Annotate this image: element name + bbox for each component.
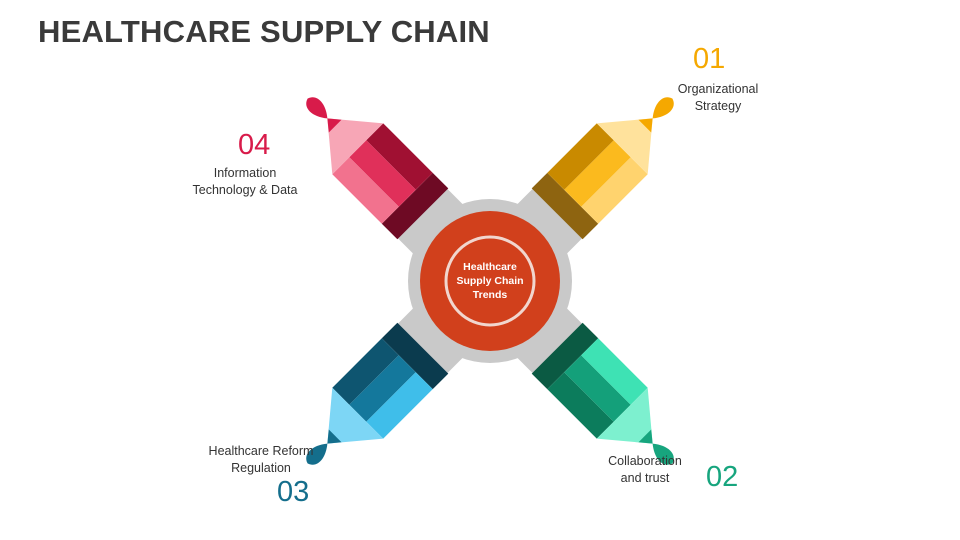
item-03-label: Healthcare Reform Regulation (196, 443, 326, 477)
item-04-label-line-1: Information (180, 165, 310, 182)
item-03-number: 03 (277, 476, 309, 508)
hub-label: Healthcare Supply Chain Trends (440, 260, 540, 302)
item-01-label-line-2: Strategy (653, 98, 783, 115)
hub-label-line-2: Supply Chain (440, 274, 540, 288)
hub-label-line-3: Trends (440, 288, 540, 302)
item-02-label-line-2: and trust (580, 470, 710, 487)
item-02-number: 02 (706, 461, 738, 493)
item-04-label: Information Technology & Data (180, 165, 310, 199)
item-01-number: 01 (693, 43, 725, 75)
hub-label-line-1: Healthcare (440, 260, 540, 274)
item-03-label-line-2: Regulation (196, 460, 326, 477)
item-02-label-line-1: Collaboration (580, 453, 710, 470)
item-01-label: Organizational Strategy (653, 81, 783, 115)
item-04-label-line-2: Technology & Data (180, 182, 310, 199)
item-01-label-line-1: Organizational (653, 81, 783, 98)
item-03-label-line-1: Healthcare Reform (196, 443, 326, 460)
item-02-label: Collaboration and trust (580, 453, 710, 487)
item-04-number: 04 (238, 129, 270, 161)
